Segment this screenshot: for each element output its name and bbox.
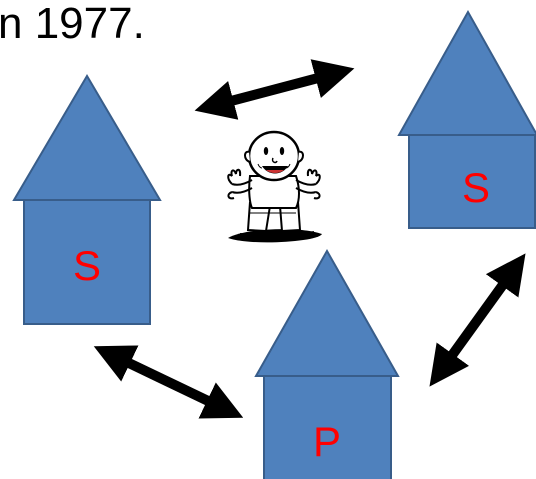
caption-text: n 1977. [0,0,145,48]
house-top-right: S [397,9,536,229]
double-headed-arrow-icon [194,59,355,120]
cartoon-person-icon [227,130,322,243]
house-top-right-roof [397,9,536,136]
house-bottom: P [254,248,400,479]
house-bottom-roof [254,248,400,377]
house-left-roof [12,74,162,201]
house-left-body [23,199,151,325]
double-headed-arrow-icon [429,253,526,387]
house-top-right-label: S [462,164,490,211]
double-headed-arrow-icon [93,345,244,419]
house-left: S [12,74,162,325]
house-left-label: S [73,242,101,289]
house-bottom-body [263,375,392,479]
house-bottom-label: P [313,418,341,465]
